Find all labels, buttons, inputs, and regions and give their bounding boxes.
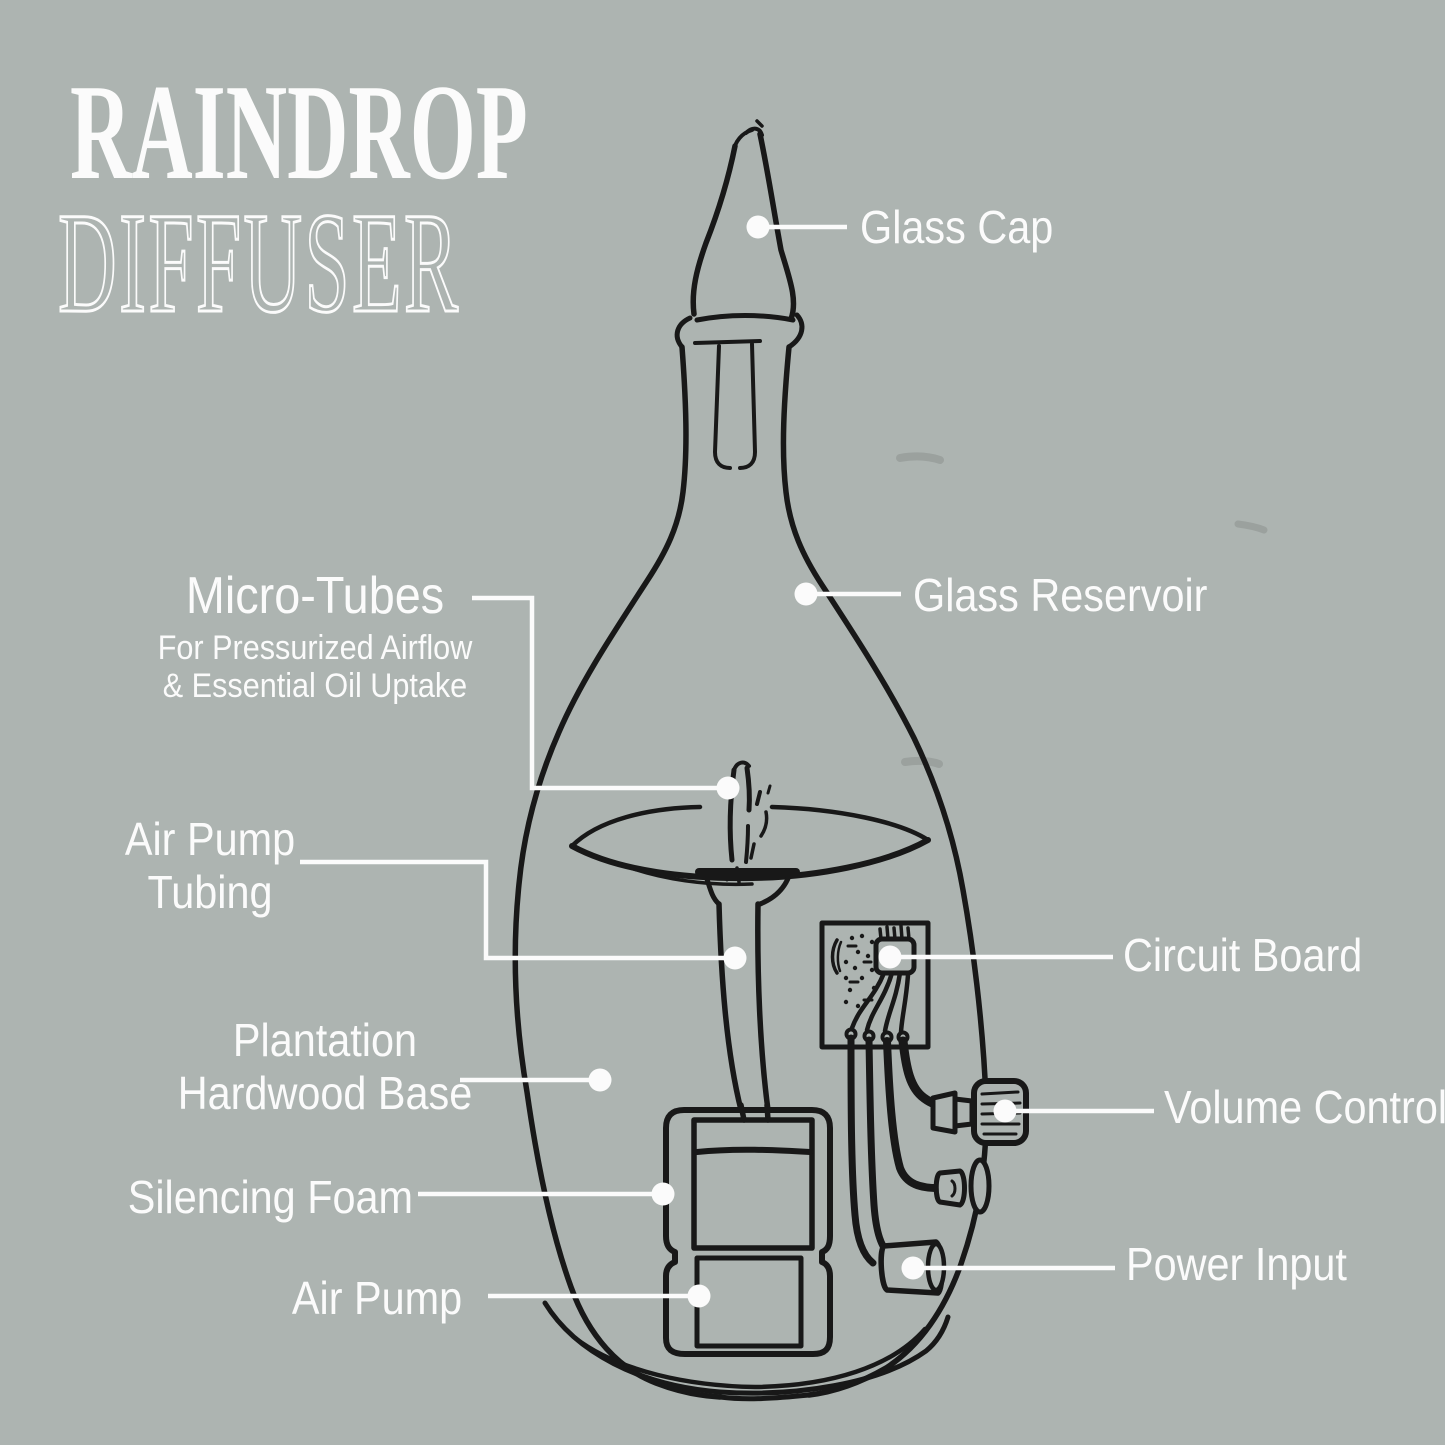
- silencing-foam-casing: [663, 1107, 833, 1357]
- glass-reservoir-dot: [794, 582, 818, 606]
- page-title-diffuser: DIFFUSER: [57, 184, 461, 343]
- label-micro-tubes: Micro-Tubes For Pressurized Airflow & Es…: [140, 570, 491, 705]
- solder-dots: [843, 933, 877, 1009]
- glass-cap-sketch: [690, 119, 797, 322]
- label-plantation-line2: Hardwood Base: [177, 1067, 473, 1120]
- label-power-input: Power Input: [1126, 1238, 1347, 1290]
- label-micro-tubes-sub1: For Pressurized Airflow: [157, 629, 473, 667]
- label-glass-reservoir: Glass Reservoir: [913, 569, 1208, 621]
- label-glass-cap: Glass Cap: [860, 201, 1054, 253]
- air-pump-dot: [687, 1284, 711, 1308]
- air-pump-tubing-dot: [723, 946, 747, 970]
- volume-control-dot: [993, 1099, 1017, 1123]
- label-air-pump: Air Pump: [291, 1272, 462, 1324]
- label-air-pump-tubing-line2: Tubing: [147, 866, 273, 919]
- bottle-bottom-edge: [717, 1392, 812, 1402]
- silencing-foam-dot: [651, 1182, 675, 1206]
- label-plantation-line1: Plantation: [232, 1014, 418, 1066]
- label-air-pump-tubing-line1: Air Pump: [124, 813, 296, 865]
- label-air-pump-tubing: Air Pump Tubing: [98, 813, 323, 920]
- intake-connector-sketch: [933, 1168, 967, 1208]
- circuit-board-dot: [878, 945, 902, 969]
- page-title-raindrop: RAINDROP: [70, 56, 528, 208]
- oil-surface-sketch: [569, 804, 931, 887]
- base-ring-sketch: [542, 1300, 951, 1396]
- bottle-right-edge: [780, 344, 989, 1398]
- glass-cap-dot: [746, 215, 770, 239]
- label-volume-control: Volume Control: [1164, 1081, 1445, 1133]
- label-micro-tubes-sub2: & Essential Oil Uptake: [162, 667, 468, 706]
- plantation-base-dot: [588, 1068, 612, 1092]
- power-input-dot: [901, 1256, 925, 1280]
- label-silencing-foam: Silencing Foam: [127, 1171, 413, 1223]
- air-pump-tubing-sketch: [695, 868, 800, 1113]
- base-side-opening: [968, 1157, 992, 1215]
- micro-tubes-leader: [472, 595, 722, 791]
- label-circuit-board: Circuit Board: [1123, 929, 1363, 981]
- wiring-sketch: [847, 1034, 956, 1267]
- label-micro-tubes-title: Micro-Tubes: [185, 567, 445, 625]
- label-plantation-hardwood-base: Plantation Hardwood Base: [172, 1014, 478, 1121]
- air-pump-sketch: [663, 1102, 833, 1357]
- bottle-neck-sketch: [674, 312, 805, 470]
- micro-tubes-dot: [716, 776, 740, 800]
- glass-reservoir-outline: [512, 344, 989, 1402]
- air-pump-tubing-leader: [300, 859, 728, 961]
- bottle-left-edge: [512, 344, 723, 1400]
- circuit-board-sketch: [819, 920, 931, 1050]
